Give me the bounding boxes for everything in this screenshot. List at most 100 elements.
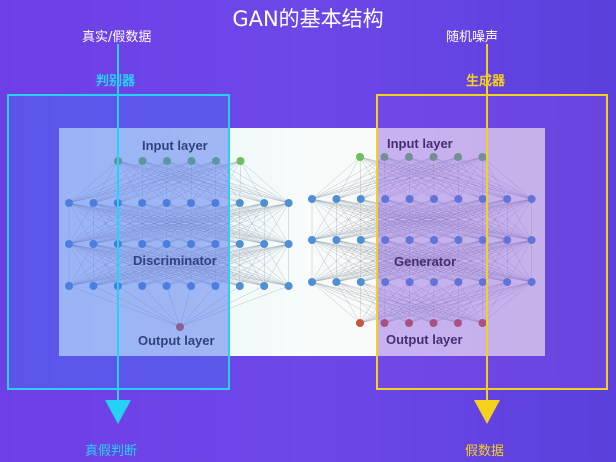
generator-node-layer-0: [429, 153, 438, 161]
generator-edge: [507, 239, 532, 283]
generator-node-layer-3: [405, 278, 414, 286]
generator-edge: [311, 239, 337, 283]
generator-edge: [311, 239, 483, 283]
generator-edge: [336, 156, 483, 200]
discriminator-edge: [240, 160, 289, 204]
generator-node-layer-1: [478, 195, 487, 203]
generator-node-layer-2: [381, 236, 390, 244]
generator-edge: [311, 156, 459, 200]
discriminator-edge: [264, 202, 289, 245]
generator-edge: [359, 281, 410, 324]
generator-node-layer-0: [380, 153, 389, 161]
generator-edge: [482, 156, 532, 200]
generator-edge: [311, 198, 532, 241]
discriminator-edge: [68, 160, 143, 204]
generator-edge: [311, 198, 410, 241]
generator-edge: [311, 239, 410, 283]
discriminator-edge: [68, 243, 118, 287]
discriminator-edge: [93, 243, 289, 287]
generator-node-layer-2: [454, 236, 463, 244]
discriminator-edge: [68, 243, 216, 287]
discriminator-edge: [68, 202, 216, 245]
discriminator-node-layer-2: [187, 240, 195, 248]
generator-edge: [311, 281, 361, 324]
discriminator-node-layer-3: [235, 282, 244, 290]
generator-node-layer-1: [430, 195, 438, 203]
discriminator-edge: [142, 160, 241, 204]
generator-edge: [408, 281, 532, 324]
discriminator-edge: [142, 243, 289, 287]
generator-edge: [359, 281, 508, 324]
discriminator-edge: [68, 202, 240, 245]
generator-edge: [433, 281, 532, 324]
discriminator-edge: [239, 243, 289, 287]
discriminator-edge: [215, 160, 241, 204]
real-fake-judgement-label: 真假判断: [85, 444, 138, 459]
discriminator-edge: [68, 202, 143, 245]
generator-node-layer-2: [478, 236, 487, 244]
discriminator-edge: [179, 285, 289, 328]
generator-node-layer-0: [454, 153, 462, 161]
generator-edge: [458, 198, 532, 241]
discriminator-node-layer-4: [176, 323, 184, 331]
generator-edge: [359, 281, 362, 324]
discriminator-edge: [68, 243, 289, 287]
discriminator-node-layer-2: [211, 240, 220, 248]
discriminator-node-layer-3: [162, 282, 171, 290]
generator-node-layer-2: [503, 236, 512, 244]
discriminator-node-layer-1: [235, 199, 244, 207]
discriminator-edge: [179, 285, 216, 328]
generator-nodes: [308, 153, 536, 327]
generator-node-layer-2: [332, 236, 341, 244]
discriminator-edge: [166, 202, 289, 245]
discriminator-edge: [68, 285, 181, 328]
generator-edges: [311, 156, 532, 324]
real-fake-data-label: 真实/假数据: [82, 30, 152, 45]
discriminator-node-layer-3: [138, 282, 147, 290]
discriminator-edge: [239, 160, 241, 204]
generator-edge: [385, 198, 532, 241]
discriminator-flow-line: [117, 44, 119, 400]
generator-edge: [311, 239, 508, 283]
generator-edge: [409, 198, 532, 241]
generator-node-layer-2: [356, 236, 365, 244]
discriminator-node-layer-3: [284, 282, 293, 290]
discriminator-edge: [68, 160, 119, 204]
generator-edge: [336, 198, 532, 241]
discriminator-edge: [117, 285, 181, 328]
generator-node-layer-1: [332, 195, 341, 203]
generator-node-layer-4: [454, 319, 462, 327]
generator-edge: [409, 239, 532, 283]
generator-node-layer-4: [405, 319, 413, 327]
discriminator-node-layer-2: [260, 240, 269, 248]
generator-node-layer-2: [430, 236, 438, 244]
discriminator-node-layer-3: [260, 282, 269, 290]
generator-node-layer-0: [478, 153, 487, 161]
discriminator-title: 判别器: [96, 74, 136, 89]
discriminator-edge: [68, 202, 192, 245]
generator-edge: [311, 198, 361, 241]
generator-edge: [433, 156, 483, 200]
discriminator-center-label: Discriminator: [133, 253, 217, 268]
discriminator-edge: [68, 160, 192, 204]
generator-node-layer-3: [527, 278, 536, 286]
generator-node-layer-3: [356, 278, 365, 286]
generator-edge: [433, 198, 532, 241]
discriminator-edge: [215, 243, 289, 287]
generator-node-layer-1: [527, 195, 536, 203]
discriminator-edge: [190, 243, 289, 287]
discriminator-edge: [68, 202, 289, 245]
generator-edge: [384, 281, 532, 324]
discriminator-node-layer-0: [163, 157, 171, 165]
discriminator-edge: [68, 243, 192, 287]
discriminator-edge: [166, 285, 181, 328]
discriminator-edge: [68, 202, 118, 245]
generator-center-label: Generator: [394, 254, 457, 269]
discriminator-edge: [190, 160, 241, 204]
generator-edge: [385, 156, 483, 200]
discriminator-node-layer-2: [89, 240, 98, 248]
generator-node-layer-0: [356, 153, 364, 161]
random-noise-label: 随机噪声: [446, 30, 499, 45]
generator-edge: [360, 198, 532, 241]
generator-edge: [507, 198, 532, 241]
